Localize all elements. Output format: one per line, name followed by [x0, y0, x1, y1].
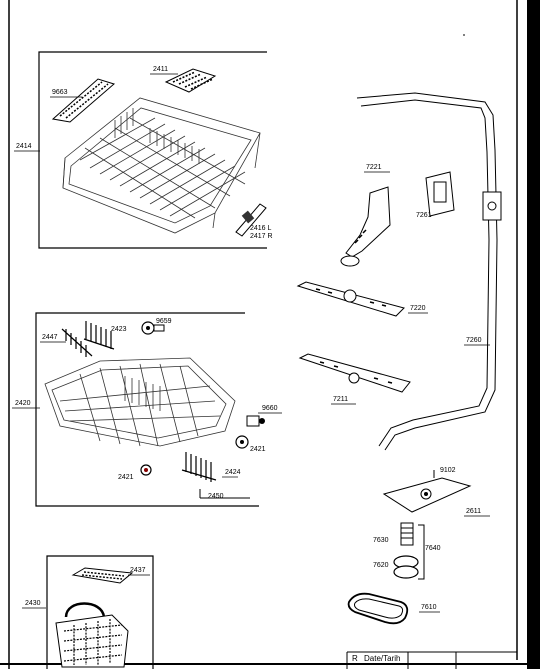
label-2611: 2611 [466, 508, 482, 515]
label-7640: 7640 [425, 545, 441, 552]
label-7610: 7610 [421, 604, 437, 611]
filter-7630 [400, 522, 414, 546]
leader-7640 [418, 524, 425, 580]
upper-spray-arm-7220 [296, 281, 405, 317]
upper-basket [62, 97, 261, 234]
footer-revision: R [352, 654, 358, 663]
basket-lid-2437 [71, 567, 134, 584]
label-2421-bottom: 2421 [118, 474, 134, 481]
small-rack-2411 [164, 68, 217, 93]
lower-spray-arm-7211 [298, 353, 411, 393]
label-7261: 7261 [416, 212, 432, 219]
label-2416-l: 2416 L [250, 225, 272, 232]
label-2420: 2420 [15, 400, 31, 407]
label-7211: 7211 [333, 396, 349, 403]
lower-basket-box [35, 312, 259, 507]
label-2421-right: 2421 [250, 446, 266, 453]
clip-9660 [246, 415, 265, 427]
leader-9102 [433, 470, 435, 478]
label-9663: 9663 [52, 89, 68, 96]
leader-2450 [199, 489, 250, 499]
filter-cover-2611 [382, 477, 472, 513]
label-2414: 2414 [16, 143, 32, 150]
water-pipe-7260 [356, 92, 502, 451]
label-7630: 7630 [373, 537, 389, 544]
label-7220: 7220 [410, 305, 426, 312]
filter-ring-7620 [393, 555, 419, 579]
lower-basket [44, 357, 236, 447]
tine-rack-2447 [61, 328, 93, 357]
label-2424: 2424 [225, 469, 241, 476]
footer-date-label: Date/Tarih [364, 654, 401, 663]
label-7620: 7620 [373, 562, 389, 569]
label-9660: 9660 [262, 405, 278, 412]
spray-arm-holder-7221 [340, 186, 391, 267]
tine-rack-2424 [181, 452, 217, 482]
label-2423: 2423 [111, 326, 127, 333]
rail-clip-2416-2417 [235, 203, 267, 237]
cutlery-basket-box [46, 555, 154, 669]
label-2411: 2411 [153, 66, 169, 73]
wheel-2421-right [235, 435, 249, 449]
label-2437: 2437 [130, 567, 146, 574]
label-7221: 7221 [366, 164, 382, 171]
label-7260: 7260 [466, 337, 482, 344]
tine-rack-2423 [83, 321, 115, 350]
label-9659: 9659 [156, 318, 172, 325]
bracket-7261 [425, 171, 455, 217]
micro-filter-7610 [347, 592, 409, 625]
upper-basket-box [38, 51, 267, 249]
label-9102: 9102 [440, 467, 456, 474]
label-2447: 2447 [42, 334, 58, 341]
label-2430: 2430 [25, 600, 41, 607]
cutlery-tray-9663 [51, 78, 116, 123]
wheel-2421-bottom [140, 464, 152, 476]
label-2450: 2450 [208, 493, 224, 500]
label-2417-r: 2417 R [250, 233, 273, 240]
cutlery-basket-2430 [55, 602, 129, 668]
wheel-axle-9659 [141, 321, 165, 335]
